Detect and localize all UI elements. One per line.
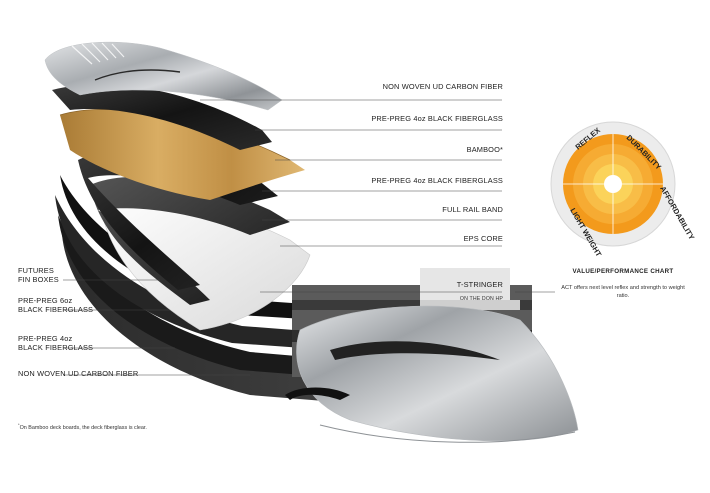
value-performance-chart: REFLEX DURABILITY AFFORDABILITY LIGHT WE… [550, 121, 696, 259]
label-bamboo: BAMBOO* [466, 145, 503, 154]
label-futures-fin-boxes: FUTURES FIN BOXES [18, 266, 59, 284]
label-full-rail-band: FULL RAIL BAND [442, 205, 503, 214]
label-pre-preg-top-2: PRE-PREG 4oz BLACK FIBERGLASS [371, 176, 503, 185]
top-carbon-deck [44, 41, 283, 111]
bottom-6oz-glass-layer [55, 195, 500, 362]
label-non-woven-ud-carbon-bottom: NON WOVEN UD CARBON FIBER [18, 369, 139, 378]
label-t-stringer: T-STRINGER [456, 280, 503, 289]
label-eps-core: EPS CORE [463, 234, 503, 243]
label-non-woven-ud-carbon-top: NON WOVEN UD CARBON FIBER [382, 82, 503, 91]
chart-description: ACT offers next level reflex and strengt… [561, 285, 685, 299]
chart-title: VALUE/PERFORMANCE CHART [572, 268, 674, 275]
rail-band-layer [90, 176, 290, 305]
footnote-mark: * [18, 422, 20, 427]
leader-lines [63, 99, 555, 376]
label-t-stringer-sub: ON THE DON HP [459, 296, 503, 302]
pre-preg-layer-1 [52, 84, 272, 150]
footnote-text: On Bamboo deck boards, the deck fibergla… [19, 424, 147, 431]
label-pre-preg-4oz-bottom: PRE-PREG 4oz BLACK FIBERGLASS [18, 334, 94, 352]
nose-deck-layer [285, 305, 579, 443]
footnote: *On Bamboo deck boards, the deck fibergl… [18, 422, 147, 431]
label-pre-preg-6oz: PRE-PREG 6oz BLACK FIBERGLASS [18, 296, 94, 314]
label-pre-preg-top-1: PRE-PREG 4oz BLACK FIBERGLASS [371, 114, 503, 123]
